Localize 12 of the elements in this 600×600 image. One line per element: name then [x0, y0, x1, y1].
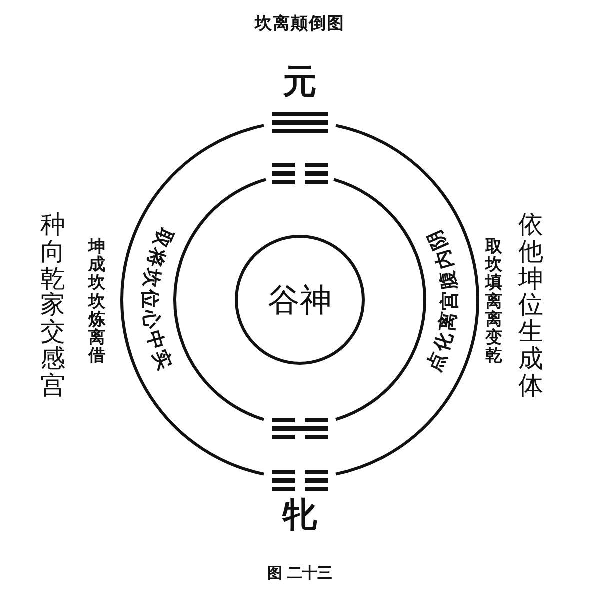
figure-caption: 图 二十三: [266, 564, 334, 583]
glyph-label: 牝: [282, 498, 318, 532]
circle-node: [235, 235, 365, 365]
diagram-title: 坎离颠倒图: [253, 13, 346, 35]
circle-label: 谷神: [267, 282, 333, 318]
arc-verse-text: 取将坎位心中实: [139, 225, 178, 375]
verse-text: 坤成坎坎炼离借: [88, 238, 106, 366]
verse-text: 取坎填离离变乾: [485, 238, 503, 366]
verse-text: 种向乾家交感宫: [40, 212, 66, 400]
verse-text: 依他坤位生成体: [518, 212, 544, 400]
glyph-label: 元: [282, 65, 318, 99]
arc-verse-text: 点化离宫腹内阴: [422, 225, 461, 375]
